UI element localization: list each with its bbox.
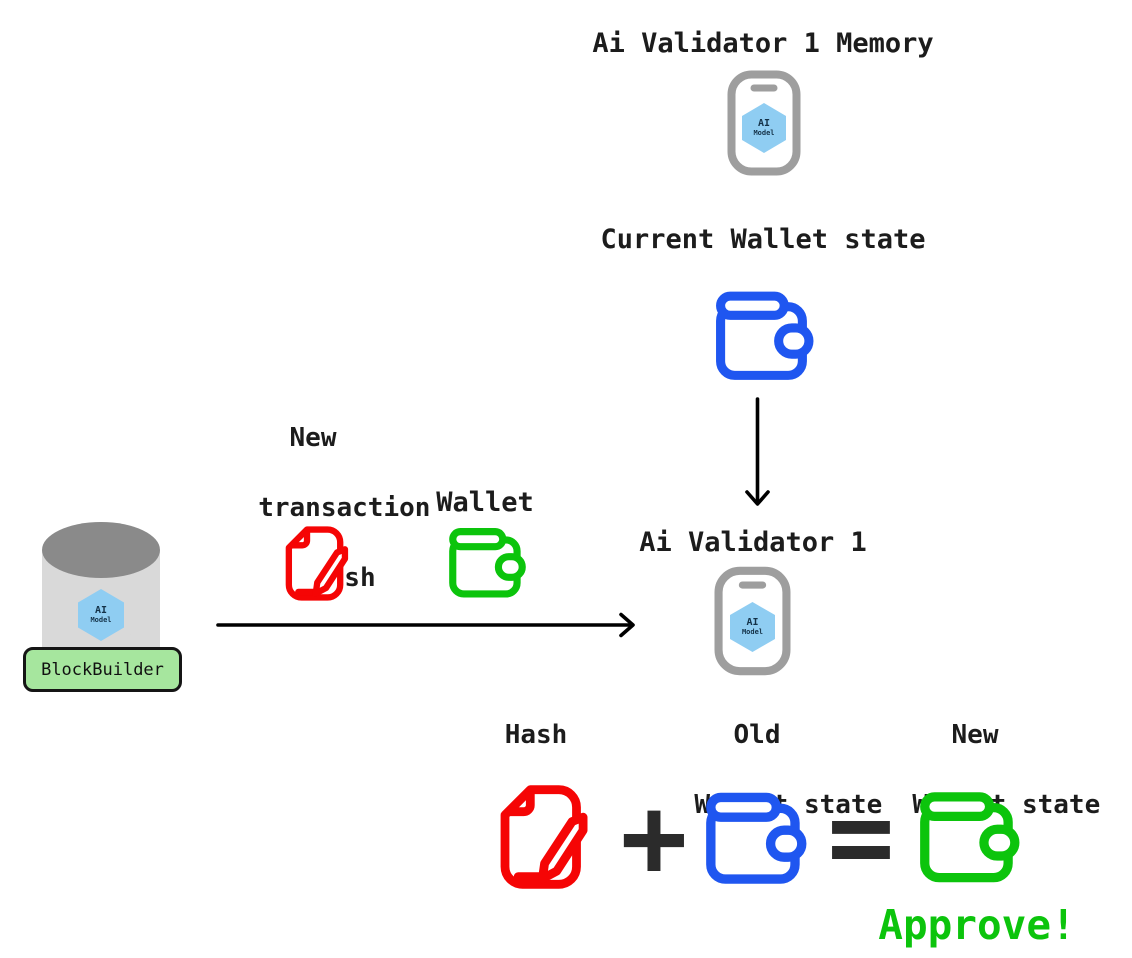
new-line1: New [951,720,999,750]
file-pen-icon-transaction [285,526,349,601]
current-wallet-state-label: Current Wallet state [600,224,926,255]
wallet-icon-old-state [706,792,807,884]
ai-chip-line2: Model [90,616,112,624]
wallet-icon-current [716,291,814,380]
block-builder-node: AI Model [42,521,160,663]
ai-chip-line1: AI [757,118,771,129]
validator-memory-node: AI Model [727,70,801,176]
ai-chip-line2: Model [753,129,775,137]
block-builder-label-text: BlockBuilder [41,659,164,680]
plus-sign: + [620,773,688,903]
ai-chip-line1: AI [94,605,108,616]
old-line1: Old [733,720,781,750]
validator-node: AI Model [714,566,791,676]
tx-line2: transaction [258,493,431,523]
ai-chip-line2: Model [741,628,764,636]
wallet-icon-new [449,528,526,598]
block-builder-label: BlockBuilder [23,647,182,692]
equation-hash-label: Hash [504,720,568,750]
wallet-label: Wallet [436,487,534,518]
validator-label: Ai Validator 1 [639,527,867,558]
ai-chip-line1: AI [746,617,759,628]
validator-memory-label: Ai Validator 1 Memory [592,28,934,59]
wallet-icon-new-state [920,792,1020,883]
tx-line1: New [289,423,337,453]
approve-label: Approve! [878,901,1076,949]
down-arrow [745,397,770,506]
right-arrow [216,612,635,638]
equals-sign: = [827,772,895,902]
file-pen-icon-hash [500,785,588,889]
